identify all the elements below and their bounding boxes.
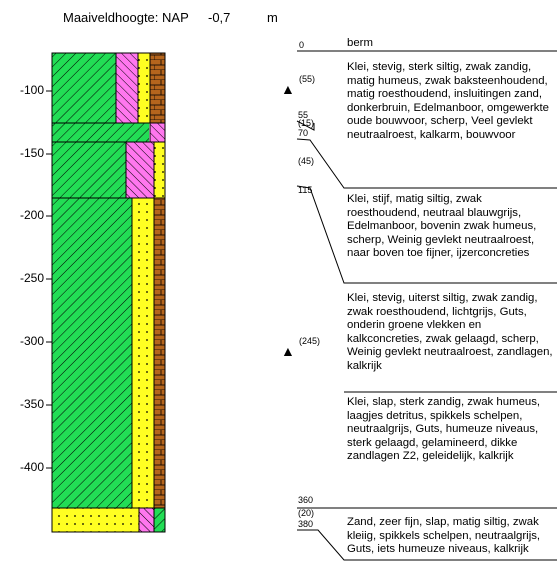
sand-strip-4 — [132, 198, 154, 508]
humus-block-2 — [150, 123, 165, 142]
depth-label: (15) — [298, 118, 314, 128]
clay-hatch-block-4 — [52, 198, 132, 508]
tick-label: -400 — [0, 460, 44, 474]
sand-strip-3 — [154, 142, 165, 198]
water-level-marker-icon: ▲ — [281, 344, 295, 358]
humus-block-3 — [126, 142, 154, 198]
sand-block-bottom — [52, 508, 139, 532]
water-level-marker-icon: ▲ — [281, 82, 295, 96]
depth-label: 70 — [298, 128, 308, 138]
ground-level-value: -0,7 — [208, 10, 230, 25]
tick-label: -350 — [0, 397, 44, 411]
tick-label: -200 — [0, 208, 44, 222]
tick-label: -300 — [0, 334, 44, 348]
soil-column — [52, 53, 165, 532]
depth-label: 380 — [298, 519, 313, 529]
depth-axis — [46, 91, 52, 468]
layer-description: berm — [347, 37, 557, 51]
depth-label: (45) — [298, 156, 314, 166]
layer-description: Klei, stijf, matig siltig, zwak roesthou… — [347, 193, 557, 261]
marker-label: (245) — [299, 336, 320, 346]
humus-block-bottom — [139, 508, 154, 532]
depth-label: 115 — [298, 185, 312, 195]
ground-level-unit: m — [267, 10, 278, 25]
humus-block-1 — [116, 53, 138, 123]
depth-label: 0 — [299, 40, 304, 50]
marker-label: (55) — [299, 74, 315, 84]
sand-strip-1 — [138, 53, 150, 123]
tick-label: -150 — [0, 146, 44, 160]
clay-hatch-block-1 — [52, 53, 116, 123]
ground-level-label: Maaiveldhoogte: NAP — [63, 10, 189, 25]
layer-description: Klei, slap, sterk zandig, zwak humeus, l… — [347, 396, 557, 464]
depth-label: (20) — [298, 508, 314, 518]
layer-description: Klei, stevig, uiterst siltig, zwak zandi… — [347, 292, 557, 373]
clay-hatch-block-2 — [52, 123, 149, 142]
tick-label: -250 — [0, 271, 44, 285]
depth-label: 360 — [298, 495, 313, 505]
layer-description: Klei, stevig, sterk siltig, zwak zandig,… — [347, 61, 557, 142]
clay-hatch-bottom — [154, 508, 165, 532]
layer-description: Zand, zeer fijn, slap, matig siltig, zwa… — [347, 516, 557, 557]
tick-label: -100 — [0, 83, 44, 97]
clay-hatch-block-3 — [52, 142, 126, 198]
